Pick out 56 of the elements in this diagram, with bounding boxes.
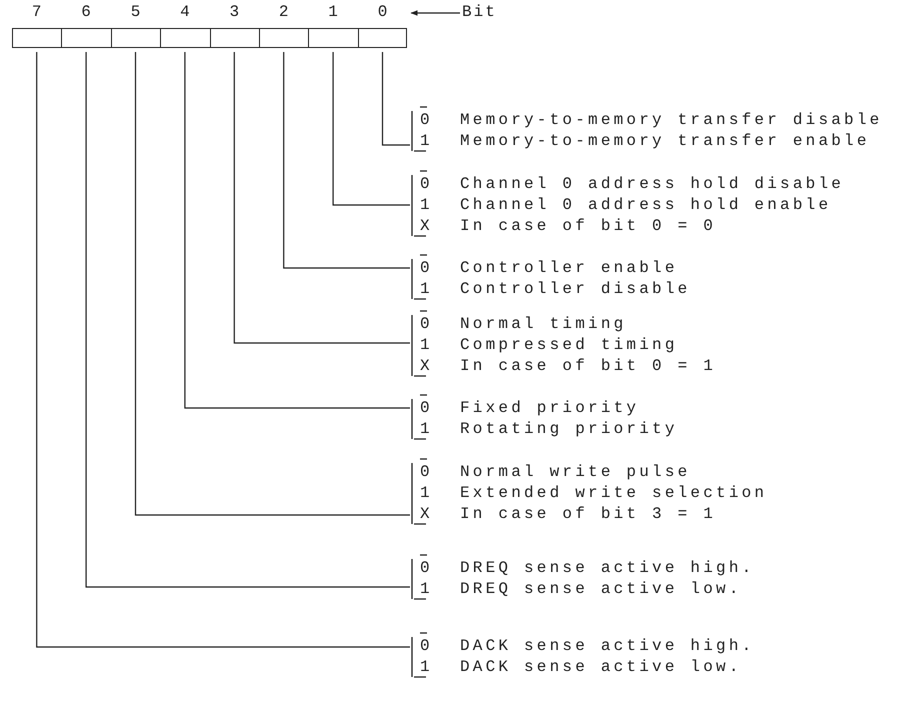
bit-number: 6 bbox=[80, 2, 92, 22]
arrow bbox=[410, 10, 460, 16]
option-description: Rotating priority bbox=[460, 418, 678, 440]
leader-line bbox=[134, 52, 410, 516]
leader-line bbox=[234, 52, 410, 344]
leader-line bbox=[283, 52, 410, 269]
option-description: Compressed timing bbox=[460, 334, 678, 356]
leader-line bbox=[382, 52, 410, 146]
option-description: Normal timing bbox=[460, 314, 626, 334]
option-description: In case of bit 0 = 1 bbox=[460, 356, 716, 376]
leader-line bbox=[86, 52, 410, 588]
bit-value: 0 bbox=[420, 558, 430, 578]
option-description: Memory-to-memory transfer disable bbox=[460, 110, 882, 130]
bit-value: 1 bbox=[420, 334, 430, 356]
bit-value: X bbox=[420, 216, 430, 236]
option-description: Normal write pulse bbox=[460, 462, 690, 482]
leader-line bbox=[184, 52, 410, 409]
bit-value: 1 bbox=[420, 482, 430, 504]
bit-number: 4 bbox=[179, 2, 191, 22]
option-description: DREQ sense active low. bbox=[460, 578, 742, 600]
bit-value: 1 bbox=[420, 578, 430, 600]
option-description: Controller enable bbox=[460, 258, 678, 278]
bit-value: 0 bbox=[420, 398, 430, 418]
bit-value: 0 bbox=[420, 314, 430, 334]
bit-number: 0 bbox=[376, 2, 388, 22]
bit-value: 0 bbox=[420, 462, 430, 482]
bit-value: 1 bbox=[420, 418, 430, 440]
option-description: Fixed priority bbox=[460, 398, 640, 418]
option-description: DACK sense active low. bbox=[460, 656, 742, 678]
option-description: Extended write selection bbox=[460, 482, 768, 504]
option-description: DREQ sense active high. bbox=[460, 558, 754, 578]
bit-value: 0 bbox=[420, 110, 430, 130]
option-description: Channel 0 address hold enable bbox=[460, 194, 832, 216]
leader-line bbox=[36, 52, 410, 648]
bit-number: 2 bbox=[278, 2, 290, 22]
option-description: Memory-to-memory transfer enable bbox=[460, 130, 870, 152]
option-description: In case of bit 0 = 0 bbox=[460, 216, 716, 236]
option-description: DACK sense active high. bbox=[460, 636, 754, 656]
leader-line bbox=[332, 52, 410, 206]
bit-label: Bit bbox=[462, 3, 497, 21]
bit-number: 5 bbox=[130, 2, 142, 22]
option-description: Controller disable bbox=[460, 278, 690, 300]
bit-number: 7 bbox=[30, 2, 42, 22]
bit-value: 1 bbox=[420, 656, 430, 678]
bit-value: 0 bbox=[420, 258, 430, 278]
bit-value: 0 bbox=[420, 174, 430, 194]
bit-number: 3 bbox=[228, 2, 240, 22]
bit-value: 0 bbox=[420, 636, 430, 656]
option-description: Channel 0 address hold disable bbox=[460, 174, 844, 194]
bit-value: 1 bbox=[420, 194, 430, 216]
bit-number: 1 bbox=[327, 2, 339, 22]
option-description: In case of bit 3 = 1 bbox=[460, 504, 716, 524]
bit-value: X bbox=[420, 504, 430, 524]
bit-value: 1 bbox=[420, 278, 430, 300]
bit-value: 1 bbox=[420, 130, 430, 152]
bit-value: X bbox=[420, 356, 430, 376]
